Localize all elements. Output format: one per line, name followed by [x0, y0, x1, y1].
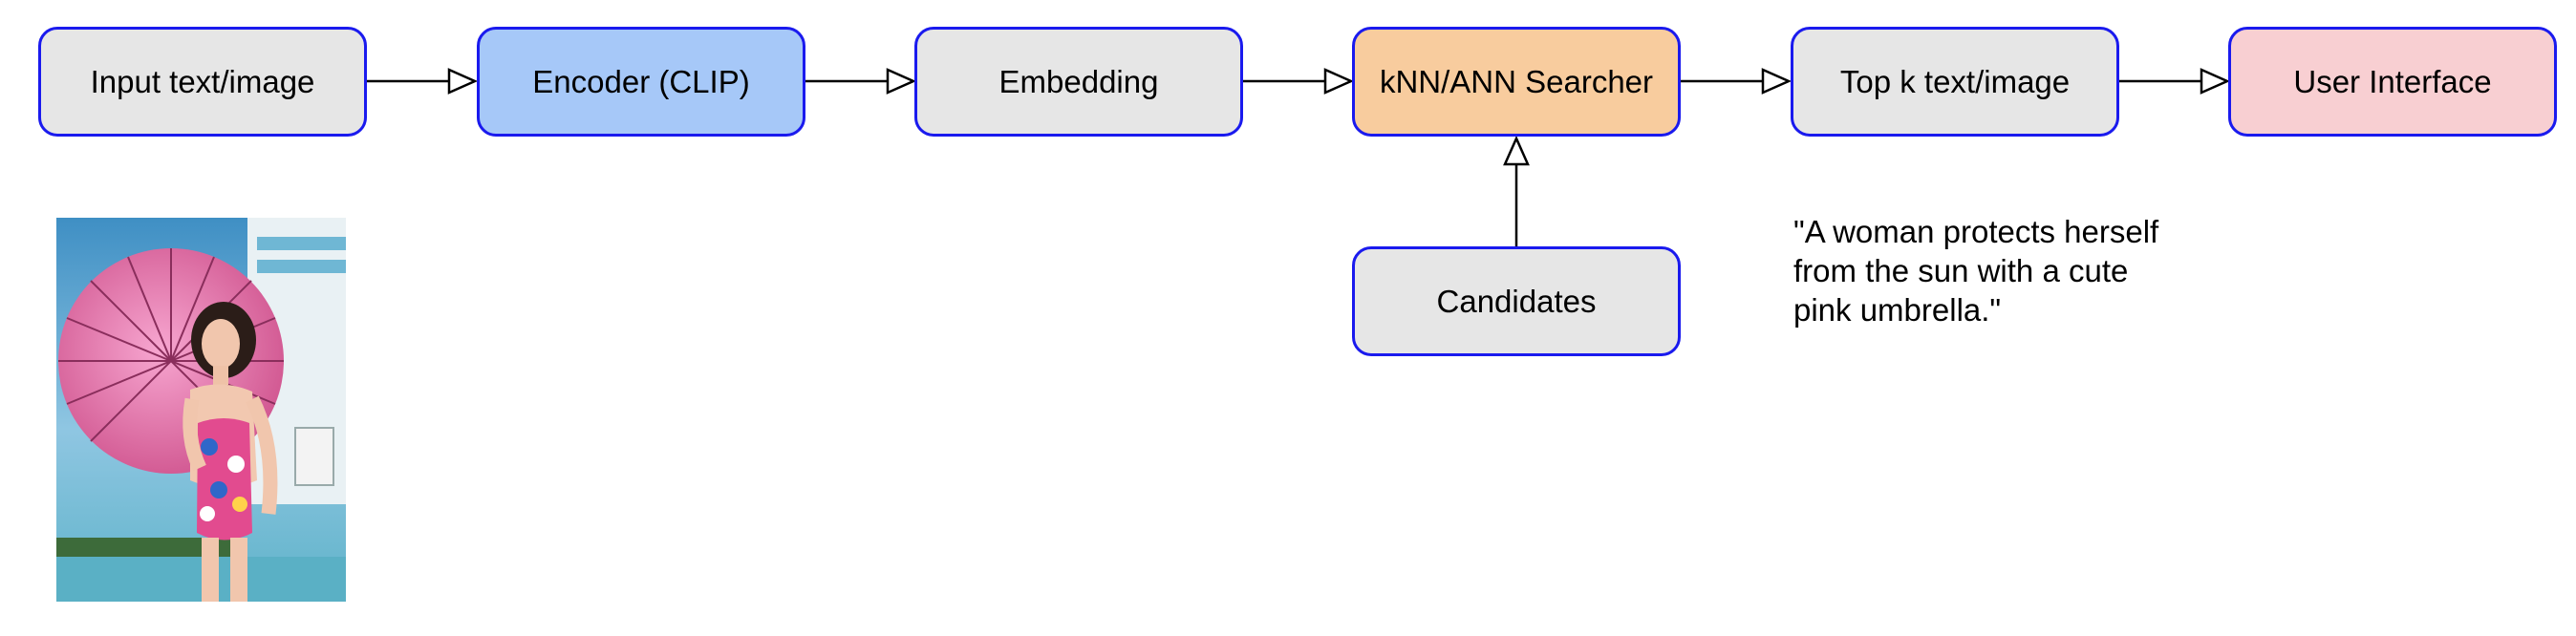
- arrowhead-topk-ui: [2200, 68, 2231, 95]
- node-input: Input text/image: [38, 27, 367, 137]
- woman-umbrella-photo: [56, 218, 346, 602]
- node-candidates-label: Candidates: [1436, 283, 1597, 319]
- node-topk-label: Top k text/image: [1839, 63, 2071, 99]
- arrowhead-encoder-embedding: [886, 68, 917, 95]
- node-user-interface: User Interface: [2228, 27, 2557, 137]
- node-encoder: Encoder (CLIP): [477, 27, 805, 137]
- node-encoder-label: Encoder (CLIP): [532, 63, 750, 99]
- node-candidates: Candidates: [1352, 246, 1681, 356]
- node-searcher-label: kNN/ANN Searcher: [1379, 63, 1654, 99]
- arrowhead-candidates-searcher: [1503, 135, 1530, 166]
- node-topk: Top k text/image: [1791, 27, 2119, 137]
- node-ui-label: User Interface: [2293, 63, 2492, 99]
- arrowhead-embedding-searcher: [1323, 68, 1355, 95]
- arrowhead-input-encoder: [447, 68, 479, 95]
- node-embedding: Embedding: [914, 27, 1243, 137]
- node-searcher: kNN/ANN Searcher: [1352, 27, 1681, 137]
- node-input-label: Input text/image: [90, 63, 315, 99]
- result-caption: "A woman protects herself from the sun w…: [1793, 214, 2159, 328]
- node-embedding-label: Embedding: [998, 63, 1159, 99]
- arrowhead-searcher-topk: [1761, 68, 1792, 95]
